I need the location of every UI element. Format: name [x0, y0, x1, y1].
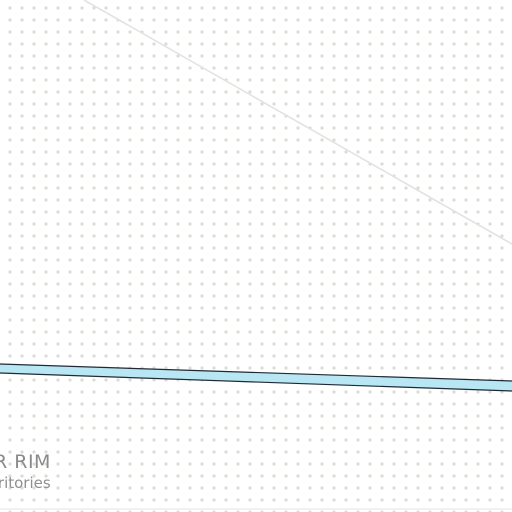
boundary-line [83, 0, 512, 245]
territories-label: rritories [0, 474, 51, 492]
route-outline-top [0, 363, 512, 382]
route-band[interactable] [0, 364, 512, 391]
route-outline-bottom [0, 372, 512, 392]
region-label: R RIM [0, 451, 51, 473]
